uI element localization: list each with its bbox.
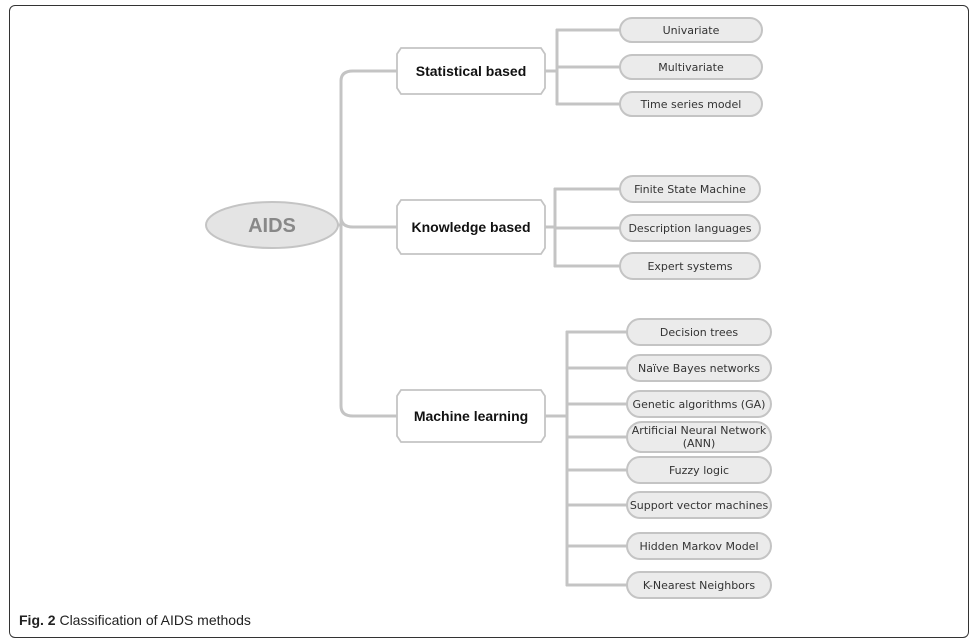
root-node-shape <box>205 201 339 249</box>
figure-caption: Fig. 2 Classification of AIDS methods <box>19 612 251 628</box>
caption-text: Classification of AIDS methods <box>59 612 251 628</box>
leaf-node-label: Time series model <box>640 98 742 111</box>
leaf-node-shape <box>619 175 761 203</box>
leaf-node-shape <box>619 252 761 280</box>
leaf-node-label: Decision trees <box>660 326 738 339</box>
figure-frame <box>9 5 969 638</box>
leaf-node-label: Expert systems <box>647 260 732 273</box>
connector-lines <box>336 28 629 587</box>
category-node-shape <box>396 47 546 95</box>
leaf-node-k-nearest-neighbors: K-Nearest Neighbors <box>626 571 772 599</box>
leaf-node-label: Description languages <box>628 222 751 235</box>
leaf-node-expert-systems: Expert systems <box>619 252 761 280</box>
leaf-node-shape <box>619 214 761 242</box>
root-node-label: AIDS <box>248 215 296 237</box>
root-node: AIDS <box>205 201 339 249</box>
root-connector <box>336 223 399 418</box>
leaf-node-description-languages: Description languages <box>619 214 761 242</box>
leaf-node-time-series-model: Time series model <box>619 91 763 117</box>
leaf-node-shape <box>626 354 772 382</box>
leaf-node-label: Support vector machines <box>630 499 769 512</box>
leaf-node-shape <box>626 491 772 519</box>
leaf-node-shape <box>619 54 763 80</box>
category-node-label: Statistical based <box>416 63 527 79</box>
category-node-shape <box>396 199 546 255</box>
leaf-node-artificial-neural-network-ann: Artificial Neural Network(ANN) <box>626 421 772 453</box>
leaf-node-multivariate: Multivariate <box>619 54 763 80</box>
category-node-knowledge-based: Knowledge based <box>396 199 546 255</box>
category-node-statistical-based: Statistical based <box>396 47 546 95</box>
leaf-node-label: Naïve Bayes networks <box>638 362 760 375</box>
leaf-node-shape <box>626 421 772 453</box>
leaf-node-shape <box>626 532 772 560</box>
leaf-node-label: Univariate <box>663 24 720 37</box>
leaf-node-shape <box>626 318 772 346</box>
leaf-node-shape <box>626 456 772 484</box>
leaf-node-shape <box>626 571 772 599</box>
leaf-node-shape <box>626 390 772 418</box>
leaf-node-fuzzy-logic: Fuzzy logic <box>626 456 772 484</box>
leaf-node-decision-trees: Decision trees <box>626 318 772 346</box>
leaf-node-shape <box>619 17 763 43</box>
leaf-node-univariate: Univariate <box>619 17 763 43</box>
leaf-node-label: Genetic algorithms (GA) <box>633 398 766 411</box>
caption-figure-label: Fig. 2 <box>19 612 56 628</box>
leaf-node-hidden-markov-model: Hidden Markov Model <box>626 532 772 560</box>
leaf-node-label: Fuzzy logic <box>669 464 729 477</box>
leaf-node-shape <box>619 91 763 117</box>
root-connector <box>336 215 399 229</box>
category-node-label: Machine learning <box>414 408 528 424</box>
category-node-label: Knowledge based <box>411 219 530 235</box>
leaf-node-label: Artificial Neural Network(ANN) <box>632 424 767 450</box>
leaf-node-label: K-Nearest Neighbors <box>643 579 756 592</box>
leaf-node-label: Finite State Machine <box>634 183 746 196</box>
leaf-node-label: Multivariate <box>658 61 724 74</box>
category-node-shape <box>396 389 546 443</box>
leaf-node-label: Hidden Markov Model <box>639 540 758 553</box>
root-connector <box>336 69 399 227</box>
leaf-node-support-vector-machines: Support vector machines <box>626 491 772 519</box>
leaf-node-genetic-algorithms-ga: Genetic algorithms (GA) <box>626 390 772 418</box>
category-node-machine-learning: Machine learning <box>396 389 546 443</box>
leaf-node-na-ve-bayes-networks: Naïve Bayes networks <box>626 354 772 382</box>
leaf-node-finite-state-machine: Finite State Machine <box>619 175 761 203</box>
